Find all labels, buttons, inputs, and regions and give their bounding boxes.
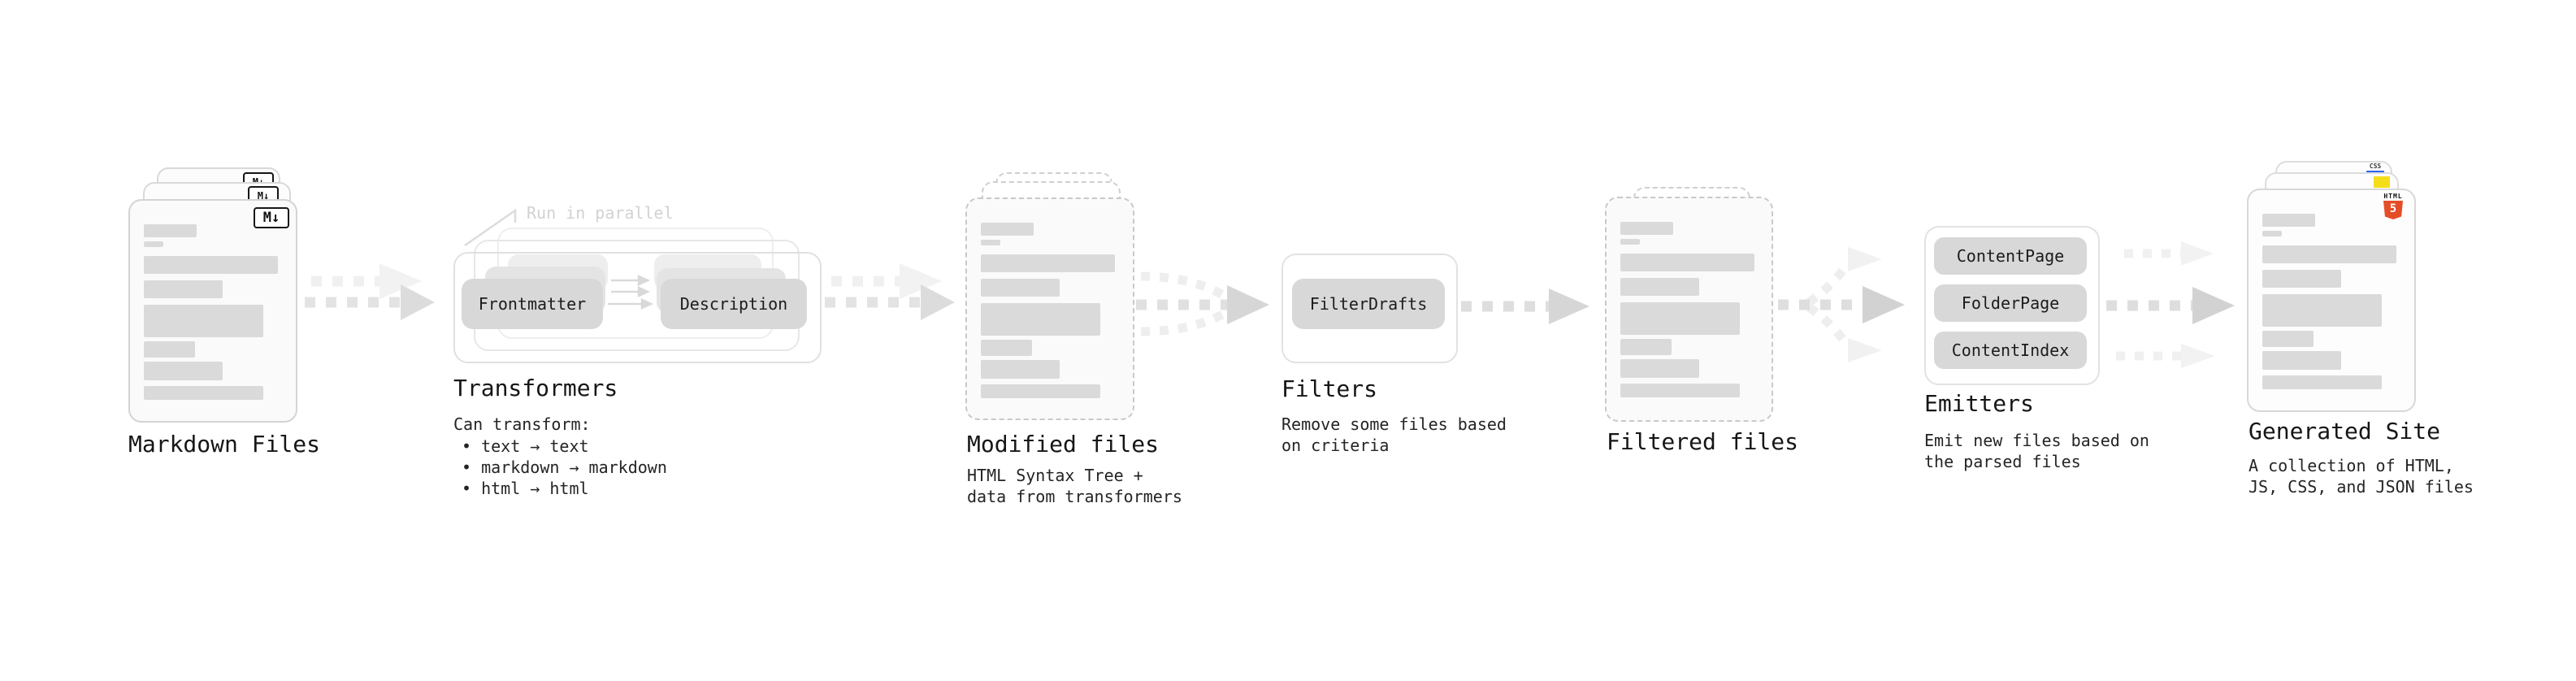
modified-file-card xyxy=(965,197,1134,420)
transformers-label: Transformers xyxy=(453,375,618,401)
text-placeholder-bar xyxy=(981,279,1060,297)
flow-arrow-files xyxy=(305,263,435,320)
generated-site-description-line2: JS, CSS, and JSON files xyxy=(2249,477,2474,497)
text-placeholder-bar xyxy=(144,362,223,380)
emitters-description-line2: the parsed files xyxy=(1924,452,2081,471)
text-placeholder-bar xyxy=(2262,375,2382,389)
text-placeholder-bar xyxy=(1620,359,1699,378)
text-placeholder-bar xyxy=(981,240,1000,245)
text-placeholder-bar xyxy=(1620,222,1673,235)
text-placeholder-bar xyxy=(981,384,1100,398)
css-icon: CSS xyxy=(2366,163,2384,173)
transformer-layer-front xyxy=(453,252,822,363)
text-placeholder-bar xyxy=(144,305,263,337)
text-placeholder-bar xyxy=(981,254,1115,272)
javascript-icon xyxy=(2374,176,2390,188)
html5-icon-text: HTML xyxy=(2383,193,2403,200)
modified-files-description-line1: HTML Syntax Tree + xyxy=(967,466,1143,485)
text-placeholder-bar xyxy=(2262,294,2382,327)
markdown-files-label: Markdown Files xyxy=(128,431,321,458)
emitters-description-line1: Emit new files based on xyxy=(1924,431,2149,450)
text-placeholder-bar xyxy=(1620,239,1640,245)
description-node: Description xyxy=(661,279,807,329)
text-placeholder-bar xyxy=(1620,254,1754,271)
text-placeholder-bar xyxy=(1620,278,1699,296)
filtered-files-label: Filtered files xyxy=(1607,428,1799,455)
text-placeholder-bar xyxy=(144,224,197,237)
generated-site-description-line1: A collection of HTML, xyxy=(2249,456,2454,475)
text-placeholder-bar xyxy=(144,256,278,274)
emitters-box xyxy=(1924,226,2100,385)
flow-arrow-single xyxy=(1461,288,1589,324)
text-placeholder-bar xyxy=(144,341,195,358)
frontmatter-node: Frontmatter xyxy=(462,279,603,329)
html5-icon: HTML 5 xyxy=(2382,193,2405,219)
flow-arrow-converge xyxy=(1136,271,1269,336)
text-placeholder-bar xyxy=(981,360,1060,379)
text-placeholder-bar xyxy=(1620,302,1740,335)
markdown-file-card xyxy=(128,199,297,423)
text-placeholder-bar xyxy=(981,303,1100,336)
markdown-icon: M↓ xyxy=(254,207,289,228)
flow-arrow-diverge xyxy=(1778,247,1905,362)
text-placeholder-bar xyxy=(981,340,1032,356)
flow-arrow-triple xyxy=(2106,241,2235,368)
flow-arrow-files xyxy=(825,263,955,320)
text-placeholder-bar xyxy=(2262,351,2341,370)
css-icon-text: CSS xyxy=(2369,163,2382,170)
run-in-parallel-annotation: Run in parallel xyxy=(527,203,674,223)
transformers-bullet: • text → text xyxy=(462,436,589,456)
contentindex-node: ContentIndex xyxy=(1934,332,2087,369)
modified-files-description-line2: data from transformers xyxy=(967,487,1182,506)
html5-icon-shield: 5 xyxy=(2383,201,2403,219)
filters-box xyxy=(1281,254,1458,363)
generated-site-label: Generated Site xyxy=(2249,418,2441,445)
text-placeholder-bar xyxy=(144,386,263,400)
text-placeholder-bar xyxy=(2262,231,2282,236)
html-file-card xyxy=(2247,189,2416,412)
css-icon-underline xyxy=(2366,171,2384,173)
contentpage-node: ContentPage xyxy=(1934,237,2087,275)
filters-label: Filters xyxy=(1281,375,1378,402)
text-placeholder-bar xyxy=(144,241,163,247)
filterdrafts-node: FilterDrafts xyxy=(1292,279,1445,329)
filtered-file-card xyxy=(1605,197,1773,422)
text-placeholder-bar xyxy=(2262,245,2396,263)
filters-description-line1: Remove some files based xyxy=(1281,414,1507,434)
text-placeholder-bar xyxy=(1620,384,1740,397)
transformers-bullet: • html → html xyxy=(462,479,589,498)
text-placeholder-bar xyxy=(981,223,1034,236)
emitters-label: Emitters xyxy=(1924,390,2034,417)
text-placeholder-bar xyxy=(144,280,223,298)
text-placeholder-bar xyxy=(2262,214,2315,227)
run-in-parallel-callout-line xyxy=(464,208,517,247)
transform-step-arrows xyxy=(608,275,654,310)
transformers-description-heading: Can transform: xyxy=(453,414,591,434)
modified-files-label: Modified files xyxy=(967,431,1160,458)
transformers-bullet: • markdown → markdown xyxy=(462,458,667,477)
folderpage-node: FolderPage xyxy=(1934,284,2087,322)
filters-description-line2: on criteria xyxy=(1281,436,1390,455)
text-placeholder-bar xyxy=(2262,270,2341,288)
text-placeholder-bar xyxy=(2262,331,2314,347)
text-placeholder-bar xyxy=(1620,339,1672,355)
